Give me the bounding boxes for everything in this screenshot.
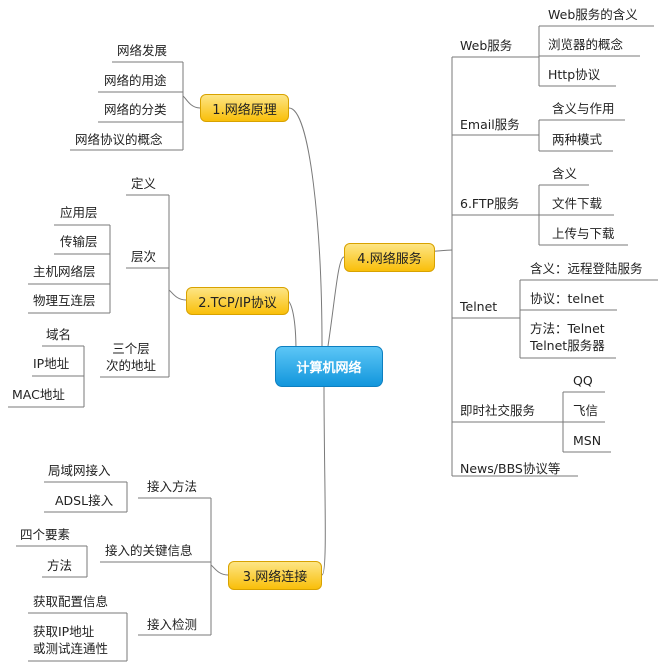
leaf-ftp-meaning[interactable]: 含义 (552, 166, 578, 181)
leaf-telnet-meaning[interactable]: 含义：远程登陆服务 (530, 261, 643, 276)
leaf-mac-address[interactable]: MAC地址 (12, 387, 65, 402)
leaf-four-elements[interactable]: 四个要素 (20, 527, 71, 542)
leaf-file-download[interactable]: 文件下载 (552, 196, 603, 211)
leaf-fetion[interactable]: 飞信 (573, 403, 599, 418)
leaf-telnet-protocol[interactable]: 协议：telnet (530, 291, 605, 306)
leaf-ip-address[interactable]: IP地址 (33, 356, 70, 371)
subtopic-web-service[interactable]: Web服务 (460, 38, 513, 53)
leaf-network-uses[interactable]: 网络的用途 (104, 73, 167, 88)
leaf-web-service-meaning[interactable]: Web服务的含义 (548, 7, 638, 22)
leaf-get-ip-or-test-connectivity[interactable]: 获取IP地址 或测试连通性 (33, 624, 109, 656)
leaf-qq[interactable]: QQ (573, 373, 593, 388)
leaf-email-meaning-function[interactable]: 含义与作用 (552, 101, 615, 116)
leaf-msn[interactable]: MSN (573, 433, 602, 448)
subtopic-access-methods[interactable]: 接入方法 (147, 479, 198, 494)
leaf-domain-name[interactable]: 域名 (46, 327, 72, 342)
subtopic-instant-social-service[interactable]: 即时社交服务 (460, 403, 536, 418)
leaf-http-protocol[interactable]: Http协议 (548, 67, 601, 82)
subtopic-ftp-service[interactable]: 6.FTP服务 (460, 196, 520, 211)
topic-network-services[interactable]: 4.网络服务 (344, 243, 435, 272)
leaf-upload-download[interactable]: 上传与下载 (552, 226, 615, 241)
leaf-telnet-method[interactable]: 方法：Telnet Telnet服务器 (530, 321, 605, 353)
leaf-adsl-access[interactable]: ADSL接入 (55, 493, 114, 508)
leaf-network-protocol-concept[interactable]: 网络协议的概念 (75, 132, 163, 147)
subtopic-telnet[interactable]: Telnet (460, 299, 498, 314)
leaf-get-config-info[interactable]: 获取配置信息 (33, 594, 109, 609)
topic-tcp-ip[interactable]: 2.TCP/IP协议 (186, 287, 289, 315)
leaf-email-two-modes[interactable]: 两种模式 (552, 132, 603, 147)
subtopic-news-bbs[interactable]: News/BBS协议等 (460, 461, 561, 476)
subtopic-access-key-info[interactable]: 接入的关键信息 (105, 543, 193, 558)
leaf-method[interactable]: 方法 (47, 558, 73, 573)
leaf-transport-layer[interactable]: 传输层 (60, 234, 98, 249)
central-topic[interactable]: 计算机网络 (275, 346, 383, 387)
leaf-browser-concept[interactable]: 浏览器的概念 (548, 37, 624, 52)
subtopic-definition[interactable]: 定义 (131, 176, 157, 191)
leaf-host-network-layer[interactable]: 主机网络层 (33, 264, 96, 279)
subtopic-access-detection[interactable]: 接入检测 (147, 617, 198, 632)
subtopic-three-layer-addresses[interactable]: 三个层 次的地址 (105, 341, 156, 373)
subtopic-layers[interactable]: 层次 (131, 249, 157, 264)
subtopic-email-service[interactable]: Email服务 (460, 117, 520, 132)
leaf-network-classification[interactable]: 网络的分类 (104, 102, 167, 117)
leaf-network-development[interactable]: 网络发展 (117, 43, 168, 58)
leaf-application-layer[interactable]: 应用层 (60, 205, 98, 220)
leaf-physical-interconnect-layer[interactable]: 物理互连层 (33, 293, 96, 308)
topic-network-connection[interactable]: 3.网络连接 (228, 561, 322, 590)
topic-network-principles[interactable]: 1.网络原理 (200, 94, 289, 122)
leaf-lan-access[interactable]: 局域网接入 (48, 463, 111, 478)
